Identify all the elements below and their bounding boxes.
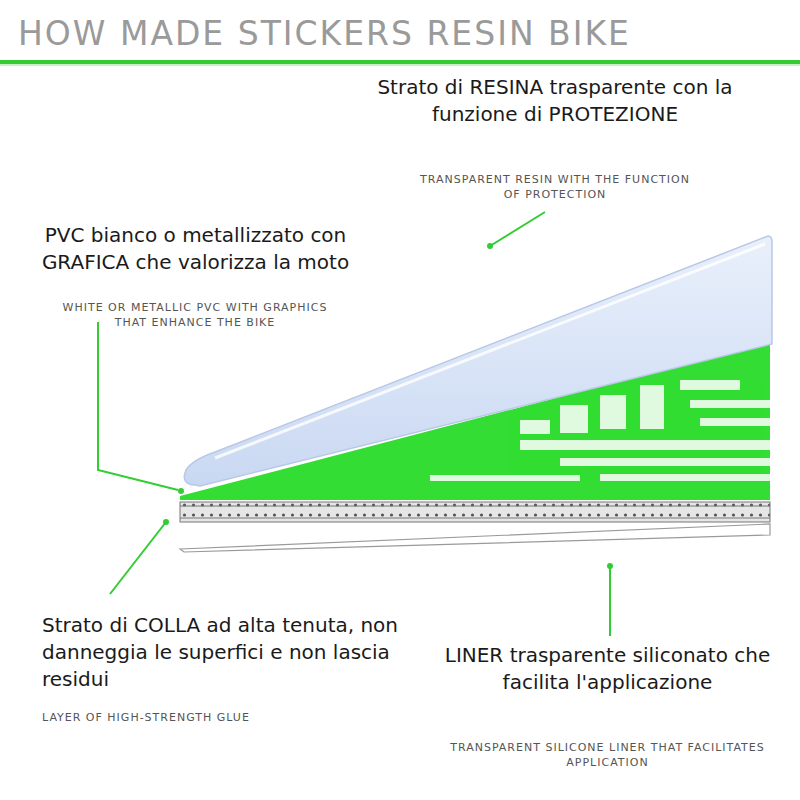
layer-translation: LAYER OF HIGH-STRENGTH GLUE [42,710,402,725]
layer-description: Strato di COLLA ad alta tenuta, non dann… [42,612,412,693]
layer-description: PVC bianco o metallizzato con GRAFICA ch… [28,222,363,276]
layer-translation: TRANSPARENT SILICONE LINER THAT FACILITA… [440,740,775,770]
layer-translation: TRANSPARENT RESIN WITH THE FUNCTION OF P… [415,172,695,202]
layer-description: LINER trasparente siliconato che facilit… [435,642,780,696]
page-title: HOW MADE STICKERS RESIN BIKE [18,14,631,54]
layer-description: Strato di RESINA trasparente con la funz… [345,74,765,128]
layer-translation: WHITE OR METALLIC PVC WITH GRAPHICS THAT… [45,300,345,330]
